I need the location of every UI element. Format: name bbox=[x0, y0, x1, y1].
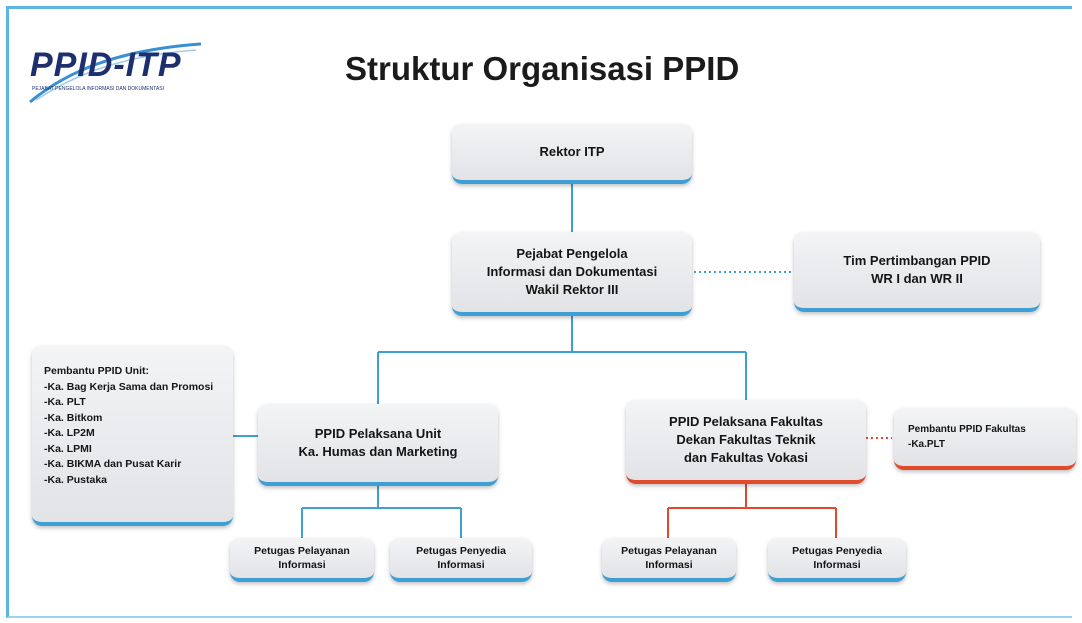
node-unit-label: PPID Pelaksana Unit Ka. Humas dan Market… bbox=[298, 426, 458, 459]
node-unit-pelayanan-label: Petugas Pelayanan Informasi bbox=[254, 544, 350, 571]
page-frame bbox=[6, 6, 1072, 618]
node-rektor: Rektor ITP bbox=[452, 124, 692, 184]
logo-swoosh-icon bbox=[29, 42, 202, 104]
node-pembantu-unit: Pembantu PPID Unit: -Ka. Bag Kerja Sama … bbox=[32, 346, 233, 526]
pembantu-unit-header: Pembantu PPID Unit: bbox=[44, 365, 150, 377]
node-ppid-unit: PPID Pelaksana Unit Ka. Humas dan Market… bbox=[258, 404, 498, 486]
pembantu-fakultas-header: Pembantu PPID Fakultas bbox=[908, 424, 1026, 435]
node-ppid-fakultas: PPID Pelaksana Fakultas Dekan Fakultas T… bbox=[626, 400, 866, 484]
node-unit-penyedia-label: Petugas Penyedia Informasi bbox=[416, 544, 506, 571]
node-fak-pelayanan-label: Petugas Pelayanan Informasi bbox=[621, 544, 717, 571]
logo-subtitle: PEJABAT PENGELOLA INFORMASI DAN DOKUMENT… bbox=[32, 86, 164, 92]
node-fak-penyedia-label: Petugas Penyedia Informasi bbox=[792, 544, 882, 571]
list-item: -Ka. LP2M bbox=[44, 427, 95, 440]
node-ppid-label: Pejabat Pengelola Informasi dan Dokument… bbox=[486, 246, 658, 297]
pembantu-unit-list: -Ka. Bag Kerja Sama dan Promosi -Ka. PLT… bbox=[44, 380, 225, 489]
list-item: -Ka. Pustaka bbox=[44, 473, 108, 486]
node-pembantu-fakultas: Pembantu PPID Fakultas -Ka.PLT bbox=[894, 408, 1076, 470]
node-unit-petugas-penyedia: Petugas Penyedia Informasi bbox=[390, 538, 532, 582]
list-item: -Ka.PLT bbox=[908, 439, 946, 450]
list-item: -Ka. Bitkom bbox=[44, 411, 103, 424]
node-fak-petugas-pelayanan: Petugas Pelayanan Informasi bbox=[602, 538, 736, 582]
ppid-itp-logo: PPID-ITP PEJABAT PENGELOLA INFORMASI DAN… bbox=[26, 42, 206, 104]
node-unit-petugas-pelayanan: Petugas Pelayanan Informasi bbox=[230, 538, 374, 582]
list-item: -Ka. BIKMA dan Pusat Karir bbox=[44, 458, 182, 471]
pembantu-fakultas-list: -Ka.PLT bbox=[908, 437, 1068, 452]
list-item: -Ka. LPMI bbox=[44, 442, 92, 455]
node-tim-label: Tim Pertimbangan PPID WR I dan WR II bbox=[843, 253, 991, 286]
list-item: -Ka. PLT bbox=[44, 396, 86, 409]
node-rektor-label: Rektor ITP bbox=[539, 144, 605, 160]
node-fakultas-label: PPID Pelaksana Fakultas Dekan Fakultas T… bbox=[669, 414, 823, 465]
page-title: Struktur Organisasi PPID bbox=[345, 50, 740, 87]
node-ppid: Pejabat Pengelola Informasi dan Dokument… bbox=[452, 232, 692, 316]
node-tim-pertimbangan: Tim Pertimbangan PPID WR I dan WR II bbox=[794, 232, 1040, 312]
node-fak-petugas-penyedia: Petugas Penyedia Informasi bbox=[768, 538, 906, 582]
list-item: -Ka. Bag Kerja Sama dan Promosi bbox=[44, 380, 214, 393]
logo-text: PPID-ITP bbox=[30, 46, 182, 84]
